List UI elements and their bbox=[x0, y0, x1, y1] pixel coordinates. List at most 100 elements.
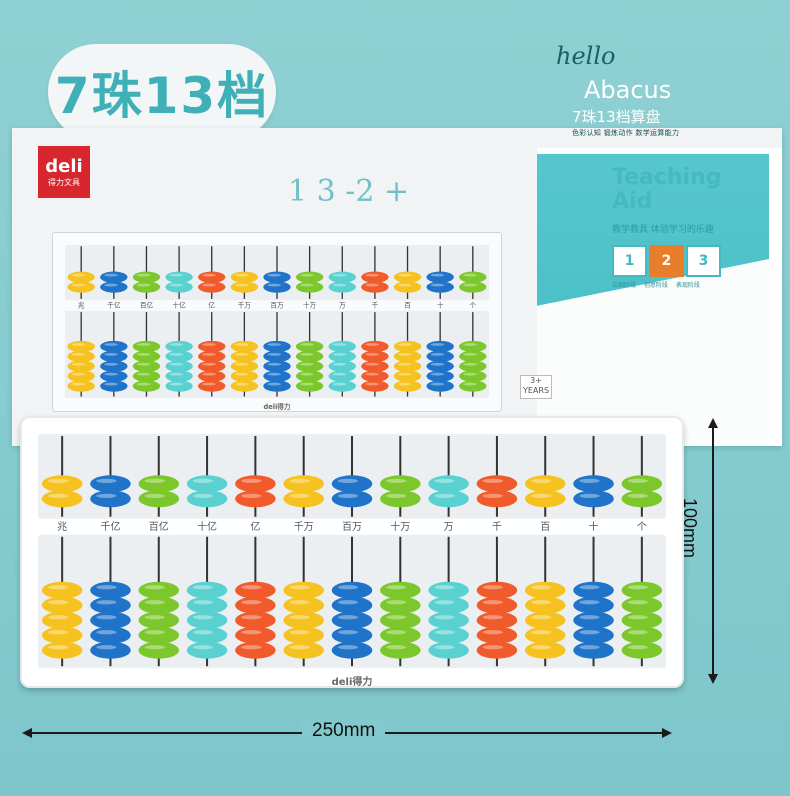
abacus-rod[interactable]: 亿 bbox=[198, 246, 226, 397]
lower-bead[interactable] bbox=[263, 380, 291, 392]
lower-bead[interactable] bbox=[331, 641, 373, 659]
upper-bead[interactable] bbox=[138, 490, 180, 508]
lower-bead[interactable] bbox=[524, 626, 566, 644]
lower-bead[interactable] bbox=[524, 581, 566, 599]
lower-bead[interactable] bbox=[263, 360, 291, 372]
upper-bead[interactable] bbox=[361, 281, 389, 293]
lower-bead[interactable] bbox=[41, 626, 83, 644]
lower-bead[interactable] bbox=[380, 581, 421, 599]
upper-bead[interactable] bbox=[328, 281, 356, 293]
abacus-rod[interactable]: 千 bbox=[361, 246, 389, 397]
lower-bead[interactable] bbox=[393, 370, 422, 382]
lower-bead[interactable] bbox=[331, 596, 373, 614]
lower-bead[interactable] bbox=[328, 370, 356, 382]
lower-bead[interactable] bbox=[393, 350, 422, 362]
lower-bead[interactable] bbox=[380, 611, 421, 629]
lower-bead[interactable] bbox=[331, 626, 373, 644]
lower-bead[interactable] bbox=[328, 380, 356, 392]
upper-bead[interactable] bbox=[100, 281, 128, 293]
lower-bead[interactable] bbox=[476, 611, 518, 629]
lower-bead[interactable] bbox=[621, 596, 663, 614]
lower-bead[interactable] bbox=[476, 626, 518, 644]
upper-bead[interactable] bbox=[476, 490, 518, 508]
lower-bead[interactable] bbox=[459, 350, 487, 362]
lower-bead[interactable] bbox=[165, 340, 193, 353]
lower-bead[interactable] bbox=[235, 596, 276, 614]
abacus-rod[interactable]: 千 bbox=[476, 436, 518, 667]
upper-bead[interactable] bbox=[426, 271, 454, 283]
lower-bead[interactable] bbox=[380, 641, 421, 659]
abacus-rod[interactable]: 百亿 bbox=[132, 246, 161, 397]
abacus-rod[interactable]: 十 bbox=[426, 246, 454, 397]
lower-bead[interactable] bbox=[295, 360, 324, 372]
lower-bead[interactable] bbox=[41, 581, 83, 599]
lower-bead[interactable] bbox=[263, 370, 291, 382]
lower-bead[interactable] bbox=[331, 581, 373, 599]
upper-bead[interactable] bbox=[428, 490, 469, 508]
lower-bead[interactable] bbox=[132, 340, 161, 353]
upper-bead[interactable] bbox=[263, 271, 291, 283]
lower-bead[interactable] bbox=[41, 641, 83, 659]
abacus-rod[interactable]: 十万 bbox=[380, 436, 421, 667]
abacus-rod[interactable]: 百亿 bbox=[138, 436, 180, 667]
lower-bead[interactable] bbox=[621, 581, 663, 599]
lower-bead[interactable] bbox=[198, 350, 226, 362]
lower-bead[interactable] bbox=[263, 340, 291, 353]
lower-bead[interactable] bbox=[138, 641, 180, 659]
lower-bead[interactable] bbox=[132, 350, 161, 362]
upper-bead[interactable] bbox=[283, 475, 324, 493]
upper-bead[interactable] bbox=[328, 271, 356, 283]
lower-bead[interactable] bbox=[428, 581, 469, 599]
abacus-rod[interactable]: 兆 bbox=[67, 246, 95, 397]
upper-bead[interactable] bbox=[295, 271, 324, 283]
lower-bead[interactable] bbox=[328, 340, 356, 353]
lower-bead[interactable] bbox=[132, 360, 161, 372]
lower-bead[interactable] bbox=[90, 641, 131, 659]
upper-bead[interactable] bbox=[198, 281, 226, 293]
lower-bead[interactable] bbox=[138, 581, 180, 599]
lower-bead[interactable] bbox=[67, 380, 95, 392]
upper-bead[interactable] bbox=[295, 281, 324, 293]
lower-bead[interactable] bbox=[230, 370, 259, 382]
upper-bead[interactable] bbox=[476, 475, 518, 493]
lower-bead[interactable] bbox=[100, 350, 128, 362]
lower-bead[interactable] bbox=[328, 350, 356, 362]
lower-bead[interactable] bbox=[230, 360, 259, 372]
lower-bead[interactable] bbox=[198, 360, 226, 372]
lower-bead[interactable] bbox=[524, 611, 566, 629]
upper-bead[interactable] bbox=[393, 281, 422, 293]
lower-bead[interactable] bbox=[428, 641, 469, 659]
lower-bead[interactable] bbox=[100, 370, 128, 382]
abacus-rod[interactable]: 千亿 bbox=[90, 436, 131, 667]
lower-bead[interactable] bbox=[380, 596, 421, 614]
lower-bead[interactable] bbox=[235, 641, 276, 659]
abacus-rod[interactable]: 千亿 bbox=[100, 246, 128, 397]
lower-bead[interactable] bbox=[235, 581, 276, 599]
lower-bead[interactable] bbox=[459, 370, 487, 382]
upper-bead[interactable] bbox=[230, 281, 259, 293]
upper-bead[interactable] bbox=[573, 490, 614, 508]
lower-bead[interactable] bbox=[138, 626, 180, 644]
lower-bead[interactable] bbox=[393, 360, 422, 372]
lower-bead[interactable] bbox=[165, 380, 193, 392]
lower-bead[interactable] bbox=[476, 596, 518, 614]
lower-bead[interactable] bbox=[295, 350, 324, 362]
upper-bead[interactable] bbox=[132, 281, 161, 293]
lower-bead[interactable] bbox=[295, 340, 324, 353]
upper-bead[interactable] bbox=[393, 271, 422, 283]
upper-bead[interactable] bbox=[524, 475, 566, 493]
lower-bead[interactable] bbox=[295, 370, 324, 382]
lower-bead[interactable] bbox=[524, 641, 566, 659]
lower-bead[interactable] bbox=[573, 626, 614, 644]
upper-bead[interactable] bbox=[459, 281, 487, 293]
lower-bead[interactable] bbox=[573, 596, 614, 614]
abacus-rod[interactable]: 百 bbox=[393, 246, 422, 397]
abacus-rod[interactable]: 千万 bbox=[230, 246, 259, 397]
lower-bead[interactable] bbox=[138, 596, 180, 614]
lower-bead[interactable] bbox=[186, 581, 228, 599]
upper-bead[interactable] bbox=[361, 271, 389, 283]
lower-bead[interactable] bbox=[426, 370, 454, 382]
upper-bead[interactable] bbox=[186, 490, 228, 508]
upper-bead[interactable] bbox=[138, 475, 180, 493]
lower-bead[interactable] bbox=[100, 360, 128, 372]
